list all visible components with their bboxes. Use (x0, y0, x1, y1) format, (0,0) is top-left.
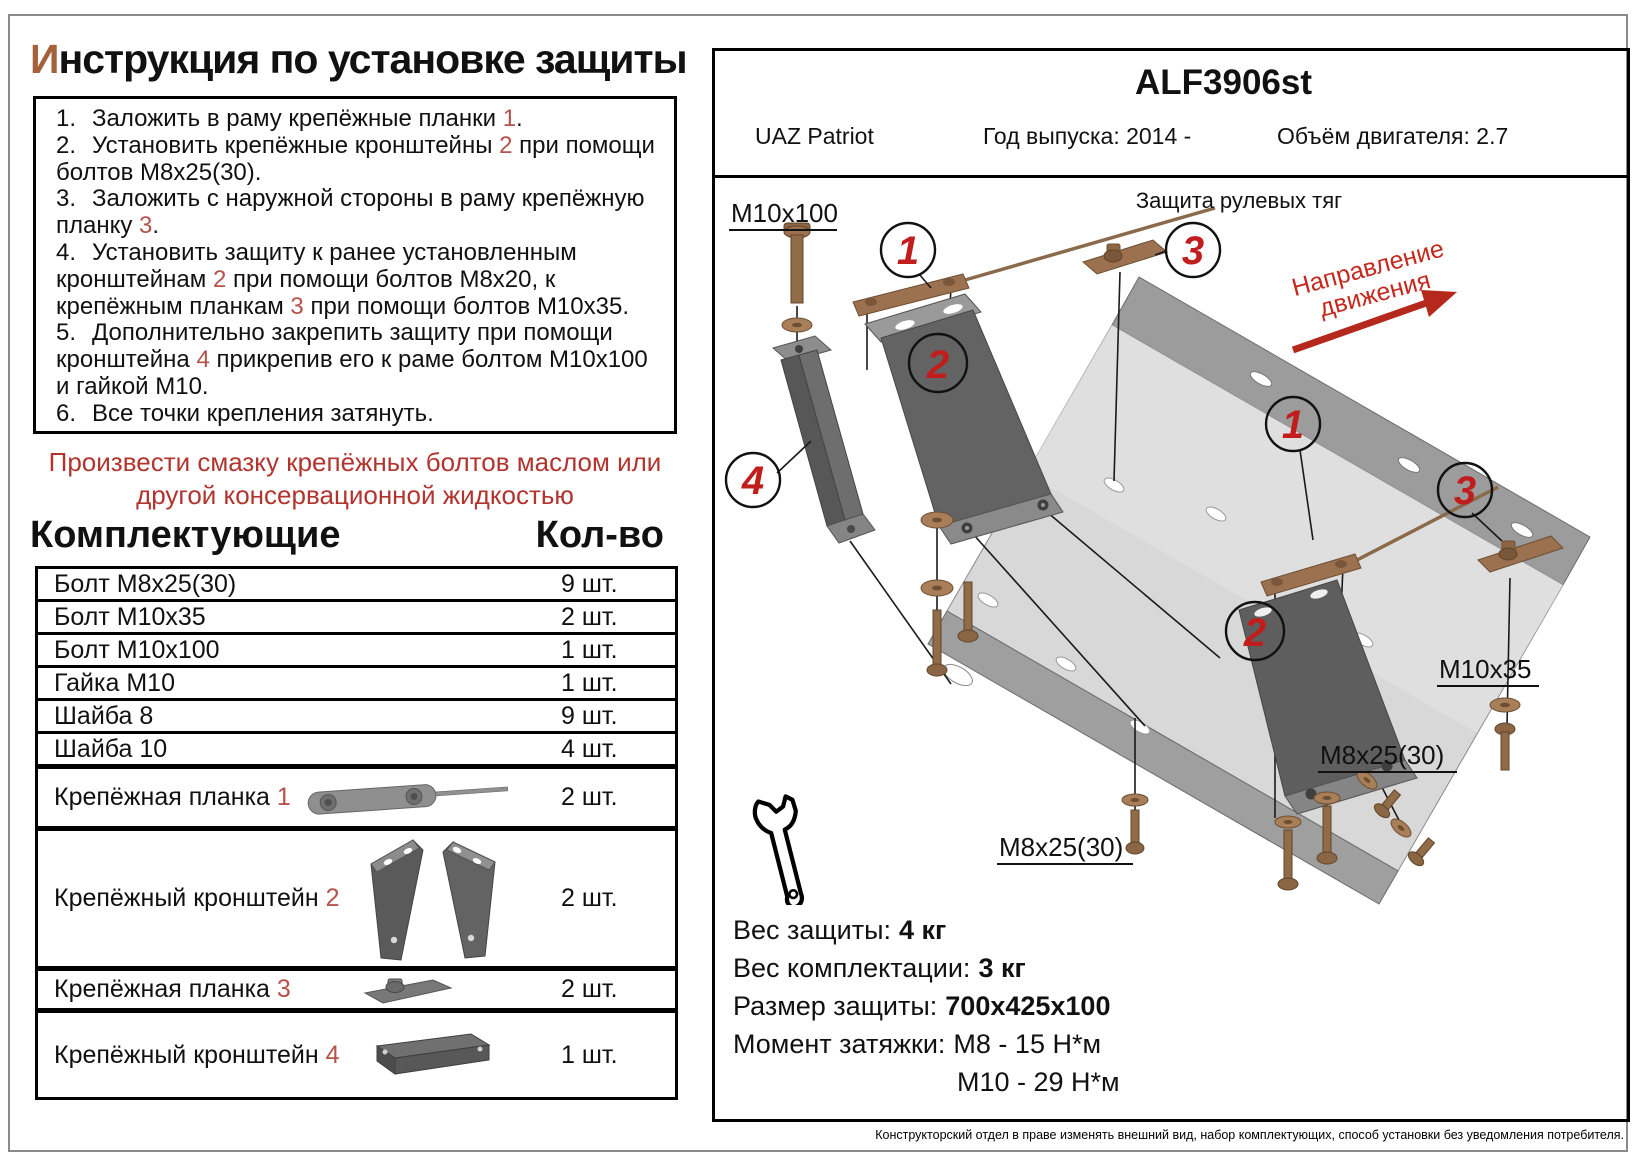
part-ref: 3 (276, 975, 291, 1003)
part-ref: 2 (499, 131, 513, 159)
part-ref: 2 (212, 265, 227, 293)
washers-and-bolts (920, 511, 1521, 891)
spec-kit-weight: Вес комплектации:3 кг (733, 953, 1026, 983)
svg-text:M10x35: M10x35 (1439, 654, 1532, 684)
title-rest: нструкция по установке защиты (58, 36, 687, 82)
parts-header-name: Комплектующие (30, 514, 341, 556)
part-ref: 4 (325, 1040, 340, 1069)
parts-table-header: Комплектующие Кол-во (30, 514, 678, 557)
svg-text:3: 3 (1454, 469, 1476, 513)
wrench-icon (752, 794, 805, 910)
bracket-2-left (864, 293, 1064, 545)
part-ref: 1 (502, 105, 517, 132)
diagram-title: Защита рулевых тяг (1136, 188, 1342, 213)
instruction-step: 3.Заложить с наружной стороны в раму кре… (56, 185, 645, 240)
svg-text:2: 2 (1243, 611, 1266, 655)
engine-volume: Объём двигателя: 2.7 (1277, 123, 1509, 149)
spec-weight: Вес защиты:4 кг (733, 915, 947, 945)
production-year: Год выпуска: 2014 - (983, 123, 1192, 149)
part-ref: 1 (276, 783, 291, 811)
product-panel: ALF3906st UAZ Patriot Год выпуска: 2014 … (712, 48, 1630, 1122)
spec-torque-m10: М10 - 29 Н*м (957, 1067, 1120, 1097)
spec-torque-m8: Момент затяжки:М8 - 15 Н*м (733, 1029, 1102, 1059)
svg-text:2: 2 (926, 343, 949, 387)
part-image-bracket2 (340, 834, 527, 964)
callout-3-top: 3 (1164, 221, 1222, 279)
vehicle-name: UAZ Patriot (755, 123, 874, 149)
instruction-step: 4.Установить защиту к ранее установленны… (56, 238, 629, 320)
instruction-step: 1.Заложить в раму крепёжные планки 1. (56, 105, 523, 132)
instruction-step: 6.Все точки крепления затянуть. (56, 399, 434, 427)
callout-4: 4 (724, 451, 782, 509)
callout-leaders (776, 250, 1503, 542)
instruction-step: 2.Установить крепёжные кронштейны 2 при … (56, 131, 655, 186)
table-row-plate1: Крепёжная планка 1 2 шт. (38, 764, 675, 826)
direction-of-movement: Направление движения (1289, 235, 1457, 354)
label-m8x25-bottom: M8x25(30) (997, 832, 1133, 865)
svg-text:4: 4 (741, 459, 764, 503)
svg-text:M8x25(30): M8x25(30) (1320, 740, 1444, 770)
part-image-bracket4 (340, 1031, 527, 1079)
protection-plate (927, 324, 1564, 905)
title-first-letter: И (30, 36, 59, 82)
callout-2-left: 2 (907, 332, 969, 394)
page-title: Инструкция по установке защиты (30, 36, 688, 83)
direction-arrow-icon (1291, 290, 1457, 354)
part-ref: 3 (139, 212, 153, 240)
exploded-diagram: 1 3 2 4 1 3 2 Защита рулевых тяг M10x100… (715, 178, 1627, 910)
part-image-plate1 (291, 777, 527, 819)
manufacturer-disclaimer: Конструкторский отдел в праве изменять в… (875, 1128, 1624, 1142)
part-number: ALF3906st (1135, 63, 1313, 102)
svg-text:1: 1 (1282, 403, 1304, 447)
mount-plate-3-top (1081, 239, 1169, 275)
callout-2-right: 2 (1224, 600, 1286, 662)
part-ref: 4 (196, 346, 210, 374)
instruction-step: 5.Дополнительно закрепить защиту при пом… (56, 319, 648, 400)
instructions-box: 1.Заложить в раму крепёжные планки 1. 2.… (33, 96, 677, 434)
callouts: 1 3 2 4 1 3 2 (724, 221, 1494, 662)
mount-plate-3-right (1477, 535, 1564, 573)
specs-block: Вес защиты:4 кг Вес комплектации:3 кг Ра… (733, 911, 1120, 1101)
callout-1-left: 1 (879, 221, 937, 279)
lubrication-warning: Произвести смазку крепёжных болтов масло… (48, 447, 662, 510)
svg-text:3: 3 (1182, 229, 1204, 273)
table-row-plate3: Крепёжная планка 3 2 шт. (38, 966, 675, 1008)
table-row-bracket4: Крепёжный кронштейн 4 1 шт. (38, 1008, 675, 1097)
callout-1-right: 1 (1264, 395, 1322, 453)
part-ref: 2 (325, 884, 340, 912)
part-image-plate3 (291, 974, 527, 1006)
part-ref: 3 (290, 292, 304, 320)
svg-text:1: 1 (897, 229, 919, 273)
label-m8x25-mid: M8x25(30) (1318, 740, 1457, 773)
svg-text:M8x25(30): M8x25(30) (999, 832, 1123, 862)
label-m10x100: M10x100 (729, 198, 838, 231)
bracket-4 (771, 335, 876, 544)
label-m10x35: M10x35 (1437, 654, 1539, 687)
table-row-bracket2: Крепёжный кронштейн 2 2 шт. (38, 826, 675, 966)
callout-3-right: 3 (1436, 461, 1494, 519)
parts-header-qty: Кол-во (535, 514, 664, 556)
spec-size: Размер защиты:700х425х100 (733, 991, 1111, 1021)
mount-strap-1-right (1260, 485, 1499, 597)
svg-text:M10x100: M10x100 (731, 198, 838, 228)
panel-header: ALF3906st UAZ Patriot Год выпуска: 2014 … (715, 51, 1627, 178)
table-row: Болт М8х25(30)9 шт. (54, 569, 618, 598)
plate-rear-flange (1111, 276, 1591, 586)
